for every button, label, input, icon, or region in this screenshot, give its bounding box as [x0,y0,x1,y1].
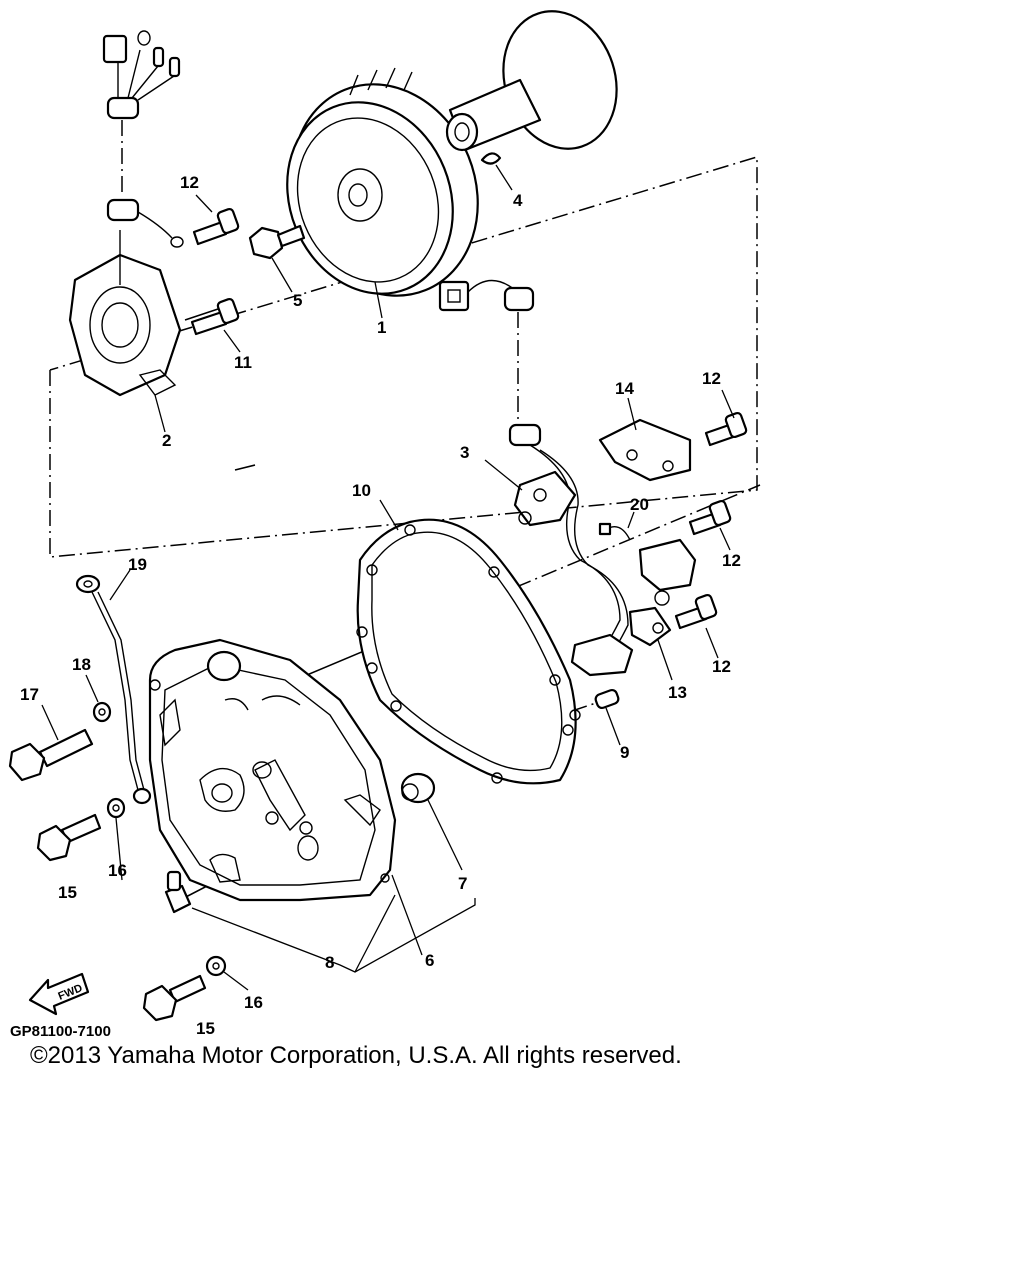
flywheel-rotor [286,67,479,297]
flywheel-nut [248,224,306,260]
callout-3: 3 [460,443,469,462]
callout-16-upper: 16 [108,861,127,880]
pickup-coil [513,470,577,527]
callout-12-clamp: 12 [712,657,731,676]
ground-lead [75,574,152,805]
diagram-code: GP81100-7100 [10,1023,111,1040]
callout-10: 10 [352,481,371,500]
collar [400,772,436,804]
leader-lines [41,164,735,991]
neutral-switch-assembly [598,522,697,606]
callout-8: 8 [325,953,334,972]
callout-1: 1 [377,318,386,337]
callout-13: 13 [668,683,687,702]
callout-12-stator: 12 [180,173,199,192]
washer-16-lower [205,955,227,977]
callout-5: 5 [293,291,302,310]
callout-18: 18 [72,655,91,674]
callout-4: 4 [513,191,523,210]
callout-2: 2 [162,431,171,450]
copyright-notice: ©2013 Yamaha Motor Corporation, U.S.A. A… [30,1042,682,1069]
washer-18 [92,701,112,723]
callout-15-lower: 15 [196,1019,215,1038]
callout-20: 20 [630,495,649,514]
callout-15-upper: 15 [58,883,77,902]
crankcase-cover [148,638,397,902]
pickup-coil-harness [438,279,629,661]
woodruff-key [480,152,502,165]
callout-9: 9 [620,743,629,762]
callout-labels: 1 2 3 4 5 6 7 8 9 10 11 12 12 12 12 13 1… [20,173,741,1038]
group-bracket-8 [191,894,476,973]
stator-bolts [190,207,240,336]
callout-7: 7 [458,874,467,893]
callout-14: 14 [615,379,634,398]
assembly-boundary [49,155,758,558]
wire-bracket [598,418,692,482]
hose-fitting [164,870,192,914]
callout-12-bracket: 12 [702,369,721,388]
long-bolt [8,728,94,782]
forward-arrow-icon: FWD [28,972,90,1016]
crankcase-cover-gasket [356,518,581,785]
bolt-15-upper [36,813,102,862]
callout-12-switch: 12 [722,551,741,570]
washer-16-upper [106,797,126,819]
wire-clamp [628,606,672,647]
starter-clutch-gear [445,10,618,152]
callout-17: 17 [20,685,39,704]
callout-19: 19 [128,555,147,574]
bracket-bolts [674,411,748,630]
callout-16-lower: 16 [244,993,263,1012]
callout-11: 11 [234,353,252,372]
stator-assembly [68,230,182,397]
callout-6: 6 [425,951,434,970]
dowel-pin [594,688,620,710]
stator-wire-harness [102,30,184,248]
bolt-15-lower [142,974,207,1022]
coil-connector [570,633,634,677]
